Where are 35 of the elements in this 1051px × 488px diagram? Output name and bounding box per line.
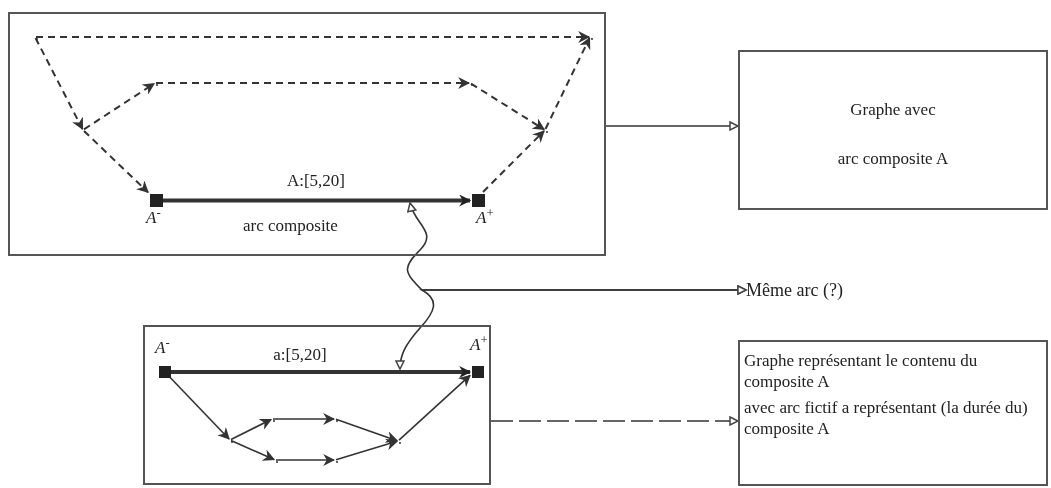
node-label: A$^{+}$ [470, 336, 488, 353]
arrow [470, 82, 545, 131]
arrow [169, 366, 472, 378]
edge-label: a:[5,20] [271, 346, 329, 363]
text-box [738, 340, 1048, 486]
node-text: Même arc (?) [746, 280, 843, 300]
arrow [230, 439, 276, 461]
arrow [83, 82, 155, 131]
arrow [155, 77, 471, 89]
graph-frame [143, 325, 491, 485]
arrow [335, 438, 399, 461]
node-text: arc composite A [837, 148, 949, 170]
arrow [272, 413, 336, 425]
arrow [275, 454, 336, 466]
arrow [398, 374, 471, 441]
arrow [482, 130, 545, 193]
node-label: A$^{-}$ [146, 209, 161, 226]
node-text: avec arc fictif a représentant (la durée du) composite A [744, 396, 1029, 439]
arrow [83, 129, 149, 194]
arrow [35, 31, 591, 43]
arrow [544, 36, 591, 130]
arrow [230, 418, 273, 441]
node-label: A$^{+}$ [476, 209, 494, 226]
wavy-connector [395, 285, 747, 370]
arrow [490, 416, 739, 426]
arrow [161, 194, 472, 207]
arrow [167, 375, 230, 440]
graph-frame [8, 12, 606, 256]
arrow [34, 37, 84, 131]
arc-caption: arc composite [243, 217, 338, 234]
arrow [335, 418, 399, 443]
arrow [605, 121, 739, 131]
text-box [738, 50, 1048, 210]
node-label: A$^{-}$ [155, 339, 170, 356]
node-text: Graphe avec [850, 98, 936, 121]
